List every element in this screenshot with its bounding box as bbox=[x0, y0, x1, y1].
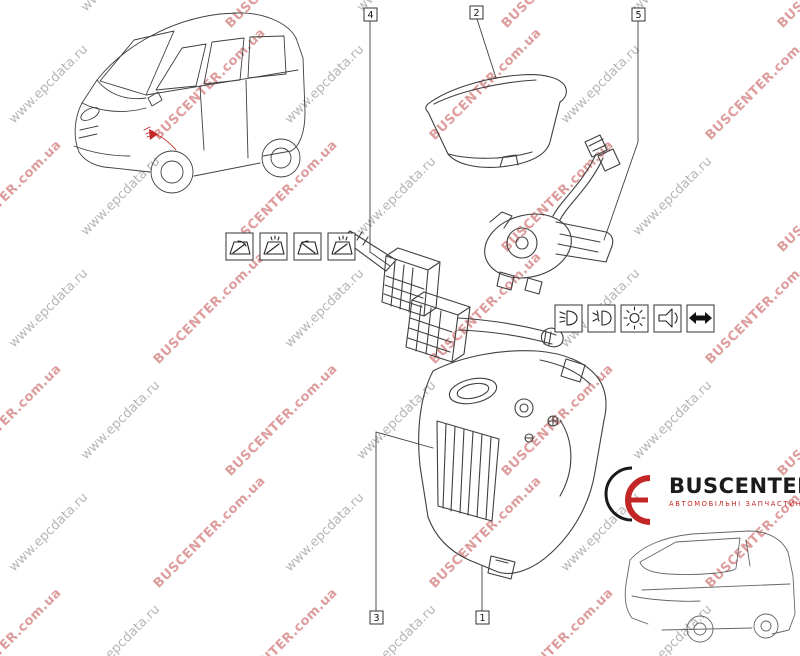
windscreen-washer-icon bbox=[259, 232, 288, 261]
rear-washer-icon bbox=[327, 232, 356, 261]
logo-van-sketch bbox=[624, 530, 796, 643]
direction-arrows-icon bbox=[686, 304, 715, 333]
buscenter-logo: BUSCENTER АВТОМОБІЛЬНІ ЗАПЧАСТИНИ bbox=[594, 462, 800, 528]
callout-label: 2 bbox=[473, 8, 479, 19]
callout-label: 3 bbox=[373, 613, 379, 624]
callout-label: 5 bbox=[635, 10, 641, 21]
leader-line-2 bbox=[476, 18, 497, 79]
screw-detail bbox=[524, 433, 534, 443]
mirror-detail bbox=[147, 91, 163, 107]
callout-box-2[interactable]: 2 bbox=[469, 5, 484, 20]
leader-line-5 bbox=[603, 20, 639, 241]
logo-title: BUSCENTER bbox=[669, 474, 800, 498]
callout-box-1[interactable]: 1 bbox=[475, 610, 490, 625]
fog-light-icon bbox=[587, 304, 616, 333]
low-beam-icon bbox=[554, 304, 583, 333]
part-upper-column-cover bbox=[425, 74, 567, 168]
legend-wiper-icons bbox=[225, 232, 356, 261]
callout-box-3[interactable]: 3 bbox=[369, 610, 384, 625]
legend-light-icons bbox=[554, 304, 715, 333]
leader-line-3 bbox=[375, 431, 434, 612]
part-light-switch-stalk bbox=[405, 291, 564, 363]
callout-box-4[interactable]: 4 bbox=[363, 7, 378, 22]
callout-label: 4 bbox=[367, 10, 373, 21]
screw-detail bbox=[547, 415, 559, 427]
buscenter-logo-mark bbox=[604, 466, 651, 525]
logo-subtitle: АВТОМОБІЛЬНІ ЗАПЧАСТИНИ bbox=[669, 500, 800, 508]
callout-label: 1 bbox=[479, 613, 485, 624]
callout-box-5[interactable]: 5 bbox=[631, 7, 646, 22]
steering-area-highlight bbox=[143, 126, 177, 151]
leader-lines bbox=[369, 18, 639, 612]
windscreen-wiper-icon bbox=[225, 232, 254, 261]
part-switch-assembly bbox=[484, 134, 621, 295]
horn-icon bbox=[653, 304, 682, 333]
part-wiper-switch-stalk bbox=[345, 230, 441, 317]
vehicle-thumbnail bbox=[73, 12, 306, 194]
rear-wiper-icon bbox=[293, 232, 322, 261]
parking-light-icon bbox=[620, 304, 649, 333]
leader-line-4 bbox=[369, 20, 391, 267]
part-lower-column-cover bbox=[418, 350, 607, 580]
buscenter-logo-text: BUSCENTER АВТОМОБІЛЬНІ ЗАПЧАСТИНИ bbox=[669, 474, 800, 509]
